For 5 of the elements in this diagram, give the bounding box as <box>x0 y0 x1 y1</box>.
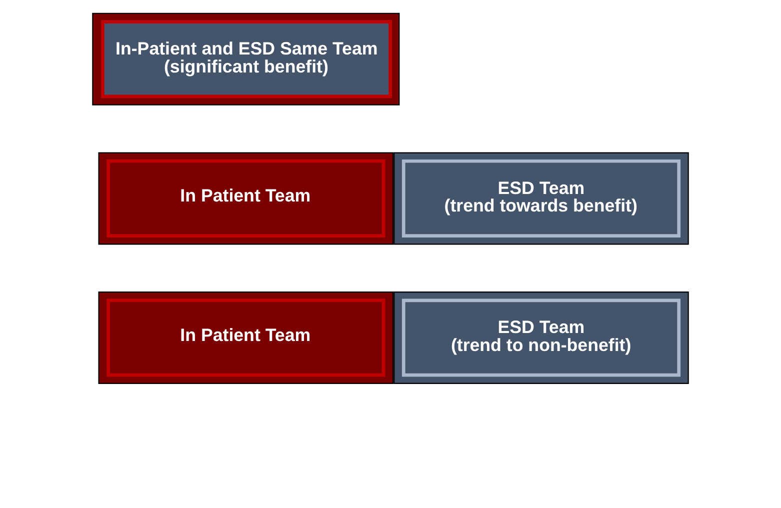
node-box: ESD Team (trend to non-benefit) <box>394 291 689 384</box>
node-box: ESD Team (trend towards benefit) <box>394 152 689 244</box>
node-box: In-Patient and ESD Same Team (significant benefit) <box>92 12 400 105</box>
node-box: In Patient Team <box>98 152 394 244</box>
node-box: In Patient Team <box>98 291 394 384</box>
